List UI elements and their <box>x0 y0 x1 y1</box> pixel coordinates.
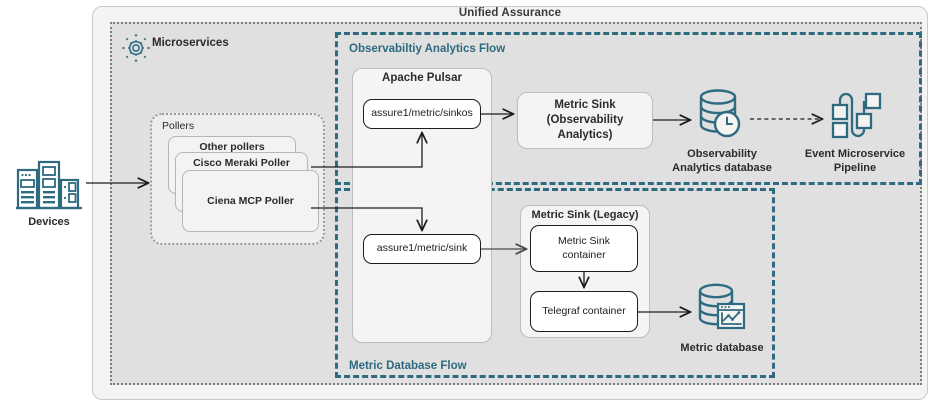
apache-pulsar-label: Apache Pulsar <box>382 72 462 84</box>
topic-sink[interactable]: assure1/metric/sink <box>363 234 481 264</box>
devices-label: Devices <box>28 216 70 228</box>
telegraf-container[interactable]: Telegraf container <box>530 291 638 332</box>
metric-sink-container-line1: Metric Sink <box>558 235 610 248</box>
metric-database-label: Metric database <box>680 342 764 354</box>
topic-sinkos[interactable]: assure1/metric/sinkos <box>363 99 481 129</box>
metric-sink-legacy-label: Metric Sink (Legacy) <box>531 209 639 221</box>
metric-sink-oa-line1: Metric Sink <box>554 99 616 112</box>
gear-microservices-icon <box>120 32 152 64</box>
poller-label: Other pollers <box>199 141 265 153</box>
poller-label: Cisco Meraki Poller <box>193 157 290 169</box>
obsdb-label-line2: Analytics database <box>672 161 772 174</box>
microservices-label: Microservices <box>152 37 229 49</box>
pipeline-nodes-icon <box>826 88 884 144</box>
metric-sink-container[interactable]: Metric Sink container <box>530 225 638 272</box>
database-clock-icon <box>694 86 750 144</box>
pollers-group-label: Pollers <box>162 120 195 132</box>
poller-card-ciena-mcp[interactable]: Ciena MCP Poller <box>182 170 319 232</box>
metric-database-flow-label: Metric Database Flow <box>349 360 467 372</box>
emp-label-line1: Event Microservice <box>804 148 906 160</box>
metric-database-flow-region <box>335 188 775 378</box>
observability-analytics-database-label: Observability Analytics database <box>660 148 784 176</box>
devices-rack-icon <box>14 158 84 214</box>
event-microservice-pipeline-label: Event Microservice Pipeline <box>790 148 920 176</box>
observability-analytics-flow-label: Observabiltiy Analytics Flow <box>349 43 506 55</box>
observability-analytics-flow-region <box>335 32 922 185</box>
metric-sink-container-line2: container <box>562 248 606 261</box>
metric-sink-oa-line2: (Observability Analytics) <box>546 114 624 141</box>
telegraf-container-label: Telegraf container <box>542 304 626 317</box>
page-title: Unified Assurance <box>458 7 562 19</box>
poller-label: Ciena MCP Poller <box>207 195 294 207</box>
metric-sink-observability-analytics[interactable]: Metric Sink (Observability Analytics) <box>517 92 653 149</box>
database-chart-icon <box>694 280 750 338</box>
topic-sink-label: assure1/metric/sink <box>376 242 468 255</box>
topic-sinkos-label: assure1/metric/sinkos <box>371 107 473 120</box>
emp-label-line2: Pipeline <box>833 161 877 174</box>
obsdb-label-line1: Observability <box>687 148 757 160</box>
